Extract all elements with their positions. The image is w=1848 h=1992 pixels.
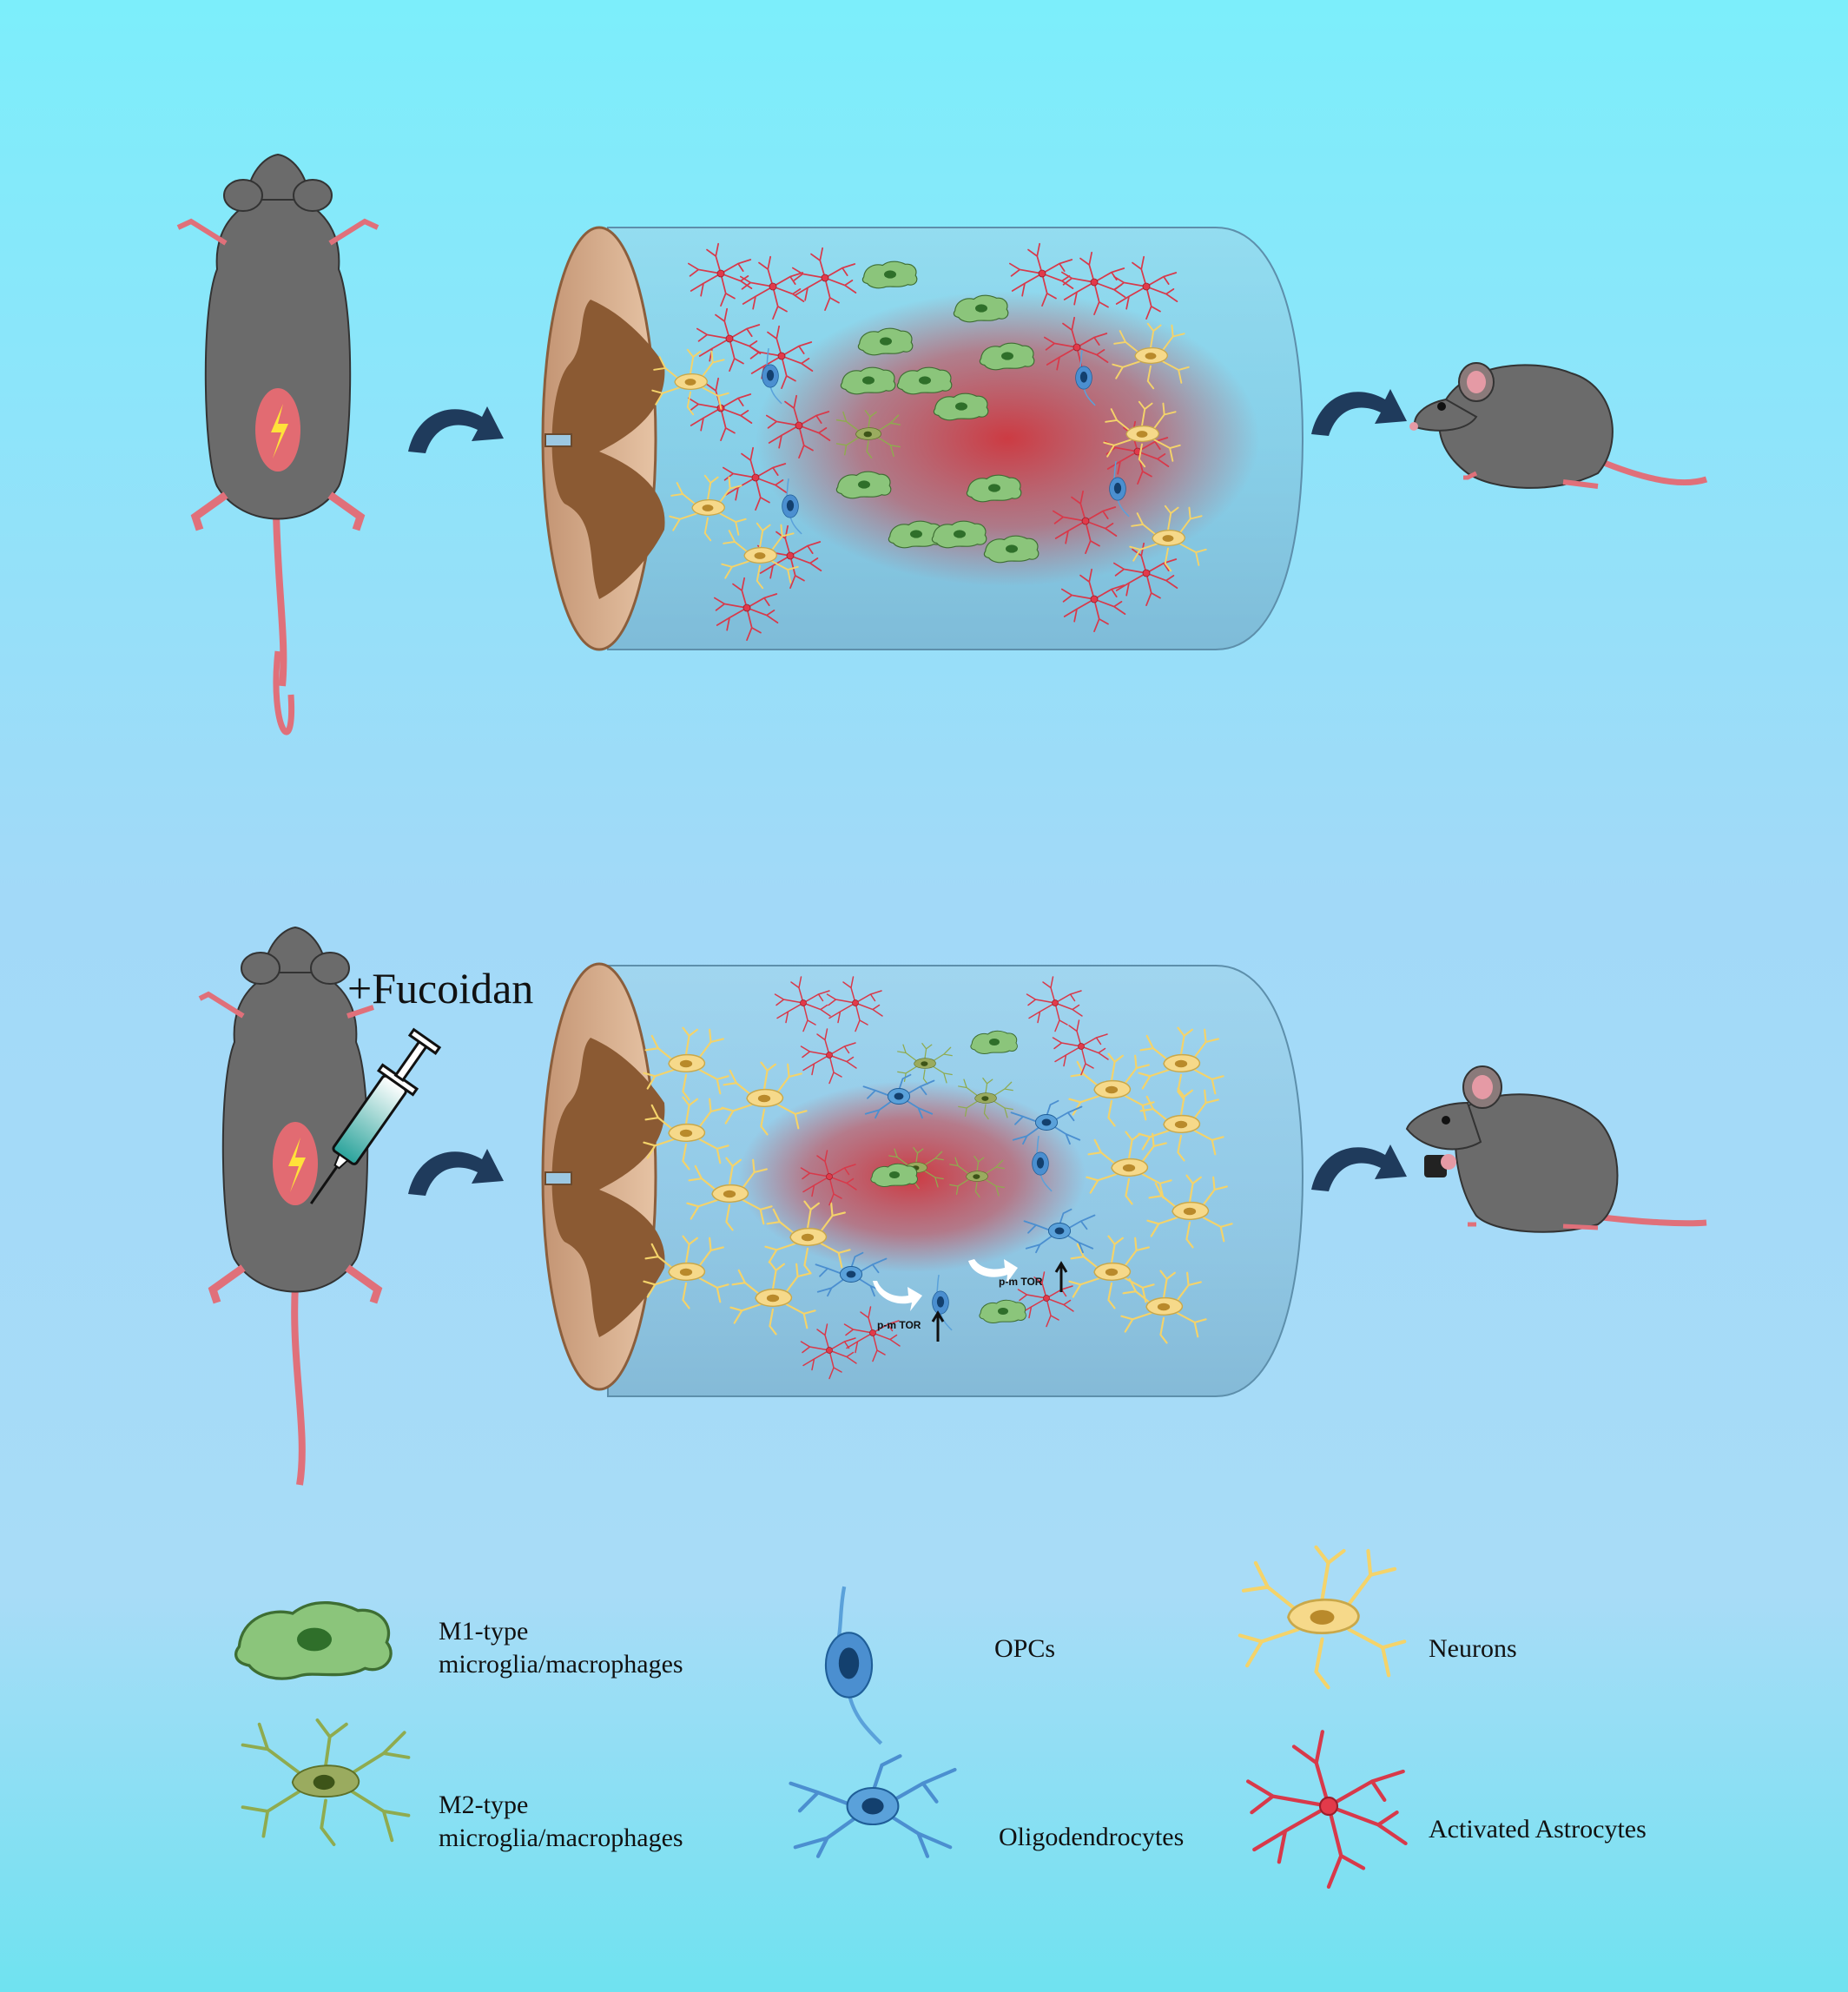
treatment-label: +Fucoidan bbox=[347, 964, 533, 1012]
legend-astrocytes-label: Activated Astrocytes bbox=[1429, 1815, 1647, 1844]
spinal-cord-cylinder-icon bbox=[541, 226, 1304, 651]
walking-mouse-icon bbox=[1409, 362, 1708, 489]
legend-neurons-label: Neurons bbox=[1429, 1634, 1517, 1663]
legend-opcs-label: OPCs bbox=[994, 1634, 1056, 1663]
pmtor-label-1: p-m TOR bbox=[877, 1319, 921, 1331]
upregulation-arrow-icon bbox=[873, 1281, 922, 1311]
eating-mouse-icon bbox=[1405, 1065, 1707, 1233]
upregulation-arrow-icon bbox=[968, 1259, 1018, 1283]
pmtor-label-2: p-m TOR bbox=[999, 1276, 1043, 1288]
legend-m1-label: M1-type microglia/macrophages bbox=[439, 1617, 683, 1679]
injured-mouse-icon bbox=[198, 926, 383, 1486]
up-arrow-icon bbox=[931, 1310, 945, 1342]
legend-m2-label: M2-type microglia/macrophages bbox=[439, 1791, 683, 1852]
injured-mouse-icon bbox=[176, 153, 380, 735]
spinal-cord-cylinder-icon bbox=[541, 962, 1304, 1397]
up-arrow-icon bbox=[1054, 1261, 1068, 1292]
legend-oligodendrocytes-label: Oligodendrocytes bbox=[999, 1823, 1185, 1851]
syringe-icon bbox=[309, 1027, 442, 1204]
